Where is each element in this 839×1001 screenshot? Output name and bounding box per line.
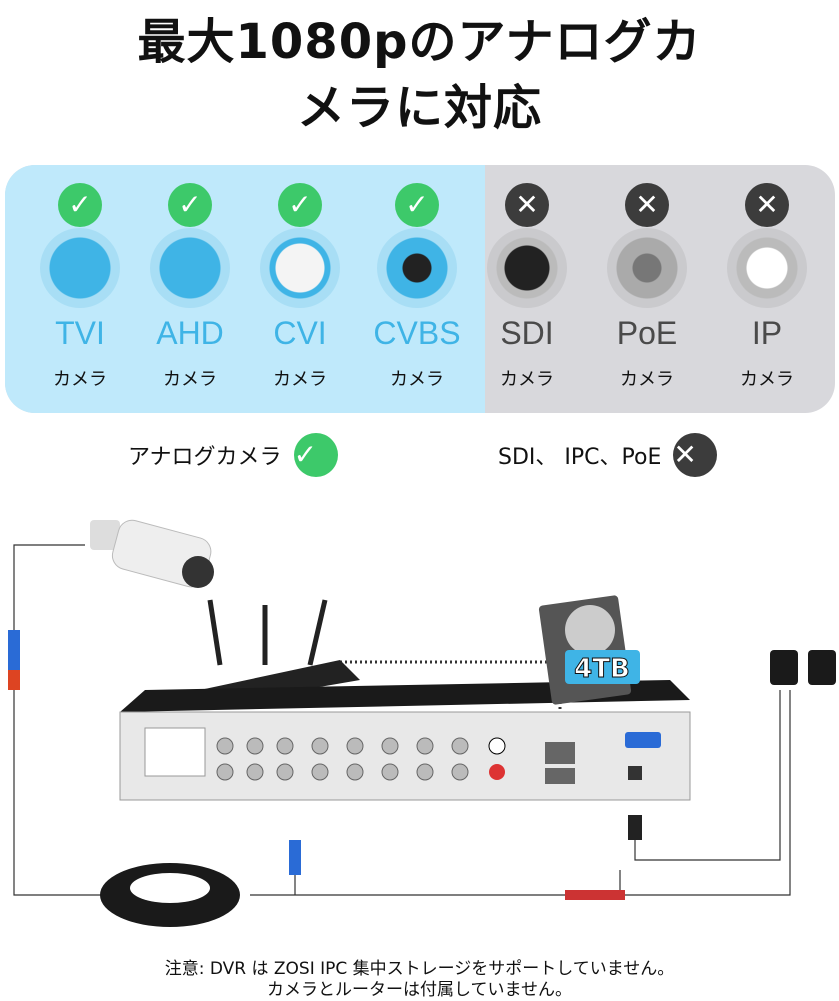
bullet-camera-image — [377, 228, 457, 308]
connector-plugs — [8, 630, 625, 900]
camera-sub-label: カメラ — [390, 369, 444, 390]
check-icon: ✓ — [395, 183, 439, 227]
compatibility-panel: ✓ TVI カメラ ✓ AHD カメラ ✓ CVI カメラ ✓ CVBS カメラ… — [5, 165, 835, 413]
cross-icon: ✕ — [505, 183, 549, 227]
check-icon: ✓ — [58, 183, 102, 227]
bullet-camera — [90, 519, 214, 588]
note-line-2: カメラとルーターは付属していません。 — [267, 980, 572, 1000]
camera-type-label: IP — [751, 315, 783, 351]
camera-sub-label: カメラ — [500, 369, 554, 390]
hard-drive: 4TB — [538, 595, 640, 705]
camera-sub-label: カメラ — [163, 369, 217, 390]
bullet-camera-image — [40, 228, 120, 308]
camera-type-label: AHD — [156, 315, 224, 351]
camera-sub-label: カメラ — [53, 369, 107, 390]
unsupported-summary: SDI、 IPC、PoE ✕ — [498, 433, 718, 477]
camera-sub-label: カメラ — [273, 369, 327, 390]
hdd-capacity-label: 4TB — [574, 654, 630, 684]
note-line-1: 注意: DVR は ZOSI IPC 集中ストレージをサポートしていません。 — [164, 959, 675, 979]
unsupported-summary-label: SDI、 IPC、PoE — [498, 445, 662, 470]
title-line-2: メラに対応 — [296, 80, 542, 136]
check-icon: ✓ — [293, 433, 338, 477]
bullet-camera-image — [607, 228, 687, 308]
power-adapters — [770, 650, 836, 685]
bullet-camera-image — [150, 228, 230, 308]
cross-icon: ✕ — [673, 433, 718, 477]
supported-summary: アナログカメラ ✓ — [128, 433, 338, 477]
dome-camera-image — [260, 228, 340, 308]
cable-coil — [100, 863, 240, 927]
cross-icon: ✕ — [745, 183, 789, 227]
camera-type-label: PoE — [616, 315, 678, 351]
dome-camera-image — [487, 228, 567, 308]
camera-type-label: SDI — [500, 315, 554, 351]
camera-type-label: TVI — [55, 315, 105, 351]
dvr-recorder — [119, 680, 691, 840]
camera-type-label: CVI — [273, 315, 327, 351]
ptz-camera-image — [727, 228, 807, 308]
camera-sub-label: カメラ — [620, 369, 674, 390]
camera-sub-label: カメラ — [740, 369, 794, 390]
camera-type-label: CVBS — [373, 315, 461, 351]
check-icon: ✓ — [278, 183, 322, 227]
cross-icon: ✕ — [625, 183, 669, 227]
supported-summary-label: アナログカメラ — [128, 445, 282, 470]
title-line-1: 最大1080pのアナログカ — [137, 14, 702, 70]
check-icon: ✓ — [168, 183, 212, 227]
